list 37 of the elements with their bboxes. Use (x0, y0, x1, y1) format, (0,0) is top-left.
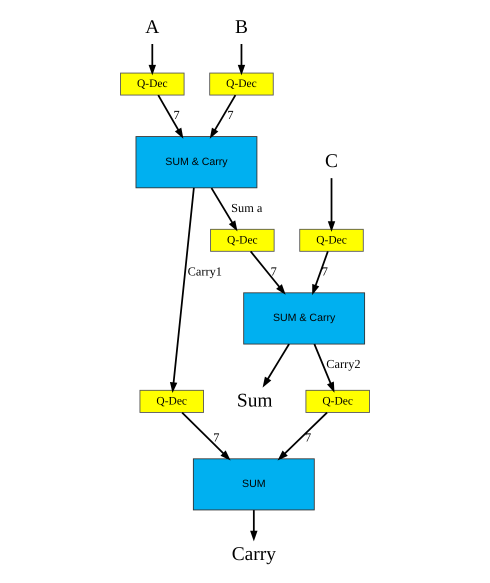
arrow (238, 44, 246, 76)
edge-label: 7 (322, 264, 328, 278)
edge-label: Carry1 (188, 264, 222, 278)
node-box: Q-Dec (120, 72, 185, 96)
edge-label: 7 (270, 264, 277, 278)
node-box: SUM & Carry (243, 292, 366, 344)
arrow (250, 250, 286, 295)
edge-label: 7 (174, 108, 180, 122)
node-box: Q-Dec (140, 390, 204, 413)
node-box: SUM (192, 458, 315, 510)
arrow (158, 94, 184, 139)
arrow (148, 44, 156, 76)
edge-label: Sum a (231, 200, 262, 215)
node-box: Q-Dec (209, 72, 274, 96)
node-text: C (325, 151, 338, 172)
node-box: SUM & Carry (136, 136, 258, 188)
arrow (210, 94, 236, 139)
node-box: Q-Dec (305, 390, 370, 413)
edge-label: Carry2 (326, 357, 361, 372)
node-box: Q-Dec (210, 228, 275, 252)
node-text: A (145, 16, 160, 38)
node-box: Q-Dec (299, 228, 364, 252)
arrow (250, 510, 258, 542)
arrow (328, 178, 336, 232)
edge-label: 7 (305, 430, 312, 444)
arrow (210, 188, 238, 232)
arrow (170, 188, 195, 393)
node-text: Carry (232, 544, 276, 565)
arrow (278, 412, 328, 461)
arrow (182, 412, 231, 461)
arrow (314, 344, 334, 393)
arrow (312, 251, 329, 296)
node-text: Sum (236, 390, 273, 412)
edge-label: 7 (227, 108, 234, 122)
node-text: B (234, 16, 248, 38)
arrow (262, 344, 290, 388)
edge-label: 7 (213, 430, 220, 444)
